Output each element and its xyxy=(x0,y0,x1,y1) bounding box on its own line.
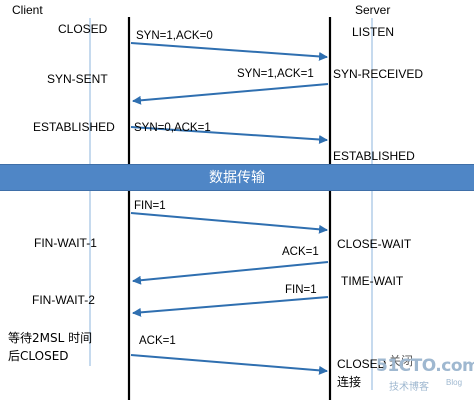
server-state-closed: CLOSED xyxy=(337,357,387,371)
msg-syn1-ack1: SYN=1,ACK=1 xyxy=(237,68,314,80)
server-state-syn-received: SYN-RECEIVED xyxy=(333,67,424,81)
client-state-wait-2msl-line1: 等待2MSL 时间 xyxy=(8,331,93,345)
msg-fin1-client: FIN=1 xyxy=(134,200,166,212)
msg-syn0-ack1: SYN=0,ACK=1 xyxy=(134,122,211,134)
client-state-established: ESTABLISHED xyxy=(33,120,115,134)
msg-ack1-client: ACK=1 xyxy=(139,335,176,347)
client-state-fin-wait-2: FIN-WAIT-2 xyxy=(32,293,95,307)
arrow-ack xyxy=(130,126,328,144)
server-state-close-wait: CLOSE-WAIT xyxy=(337,237,412,251)
arrow-syn-ack xyxy=(132,83,329,105)
msg-syn1-ack0: SYN=1,ACK=0 xyxy=(136,30,213,42)
client-header: Client xyxy=(12,3,43,17)
msg-ack1-server: ACK=1 xyxy=(282,246,319,258)
msg-fin1-server: FIN=1 xyxy=(285,284,317,296)
server-state-listen: LISTEN xyxy=(352,25,395,39)
server-state-connection: 连接 xyxy=(337,375,362,389)
client-state-syn-sent: SYN-SENT xyxy=(47,72,108,86)
server-header: Server xyxy=(355,3,391,17)
watermark-brand: 51CTO.com xyxy=(376,356,474,376)
arrow-syn xyxy=(130,42,328,61)
arrow-ack-server xyxy=(132,261,329,285)
arrow-ack-client xyxy=(130,354,328,375)
server-state-established: ESTABLISHED xyxy=(333,149,415,163)
arrow-fin-server xyxy=(132,296,329,317)
server-state-time-wait: TIME-WAIT xyxy=(341,274,404,288)
arrow-fin-client xyxy=(130,212,328,234)
watermark-tag: Blog xyxy=(446,378,463,387)
data-transfer-band: 数据传输 xyxy=(0,164,474,191)
client-state-closed: CLOSED xyxy=(58,22,108,36)
client-state-wait-2msl-line2: 后CLOSED xyxy=(8,349,69,363)
client-state-fin-wait-1: FIN-WAIT-1 xyxy=(34,236,97,250)
watermark-sub: 技术博客 xyxy=(389,382,429,393)
server-state-closed-suffix: 关闭 xyxy=(389,354,414,368)
data-transfer-label: 数据传输 xyxy=(209,170,265,186)
